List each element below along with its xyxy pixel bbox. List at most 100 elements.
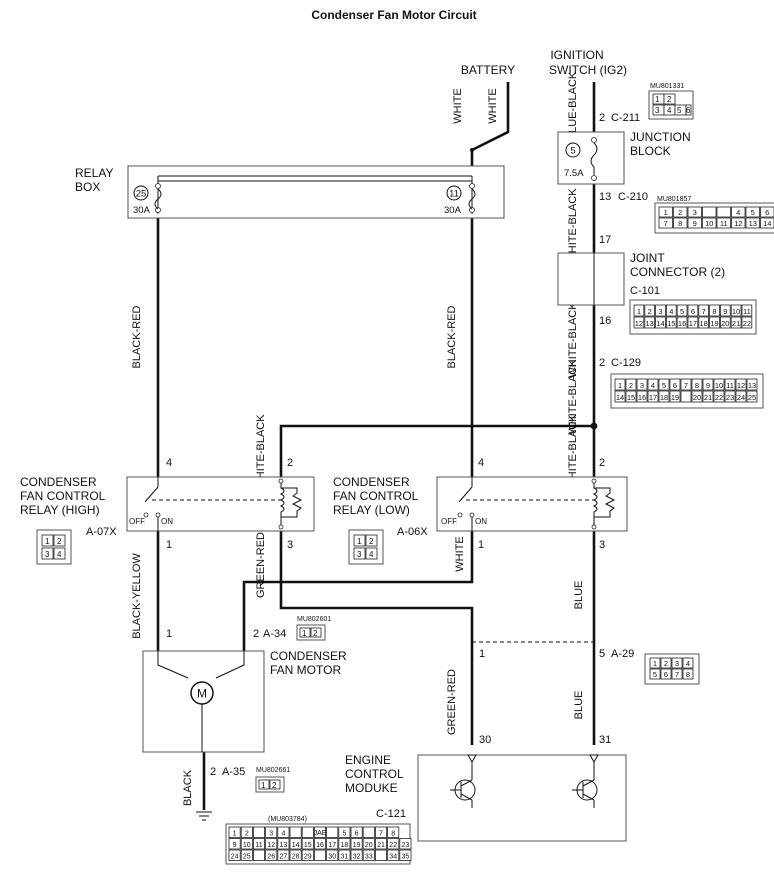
relay-box-line2: BOX: [75, 180, 100, 194]
connector-pin-label: 7: [664, 219, 668, 228]
connector-pin: [387, 826, 400, 838]
connector-pin-label: 5: [653, 670, 657, 679]
connector-pin: [362, 838, 375, 850]
connector-pin-label: 13: [748, 381, 756, 390]
svg-text:5: 5: [677, 106, 682, 115]
connector-pin: [680, 378, 692, 391]
svg-text:C-210: C-210: [618, 191, 648, 203]
wires: [156, 82, 598, 821]
connector-pin: [682, 668, 694, 680]
connector-pin: [745, 217, 760, 229]
connector-pin-label: 17: [649, 393, 657, 402]
connector-pin: [741, 304, 753, 317]
connector-pin-label: 9: [723, 307, 727, 316]
connector-pin: [698, 316, 709, 329]
connector-pin-label: 24: [231, 854, 239, 861]
connector-pin-label: 18: [341, 842, 349, 849]
wire-label-green-red-1: GREEN-RED: [255, 532, 267, 598]
relay-box-line1: RELAY: [75, 166, 113, 180]
connector-pin-label: 15: [304, 842, 312, 849]
connector-pin-label: 30: [328, 854, 336, 861]
connector-pin-label: 19: [710, 319, 718, 328]
connector-pin-label: 23: [726, 393, 734, 402]
svg-text:CONDENSER: CONDENSER: [333, 475, 410, 489]
connector-pin: [301, 838, 314, 850]
connector-pin: [252, 826, 265, 838]
connector-pin-label: 29: [304, 854, 312, 861]
connector-pin: [669, 378, 681, 391]
connector-pin-label: 4: [651, 381, 655, 390]
connector-pin: [252, 838, 265, 850]
connector-pin: [687, 217, 702, 229]
svg-text:MU801857: MU801857: [657, 196, 691, 203]
connector-pin: [709, 316, 720, 329]
connector-pin-label: 8: [686, 670, 690, 679]
connector-pin: [636, 390, 648, 403]
svg-text:1: 1: [302, 629, 307, 638]
svg-text:2: 2: [599, 357, 605, 369]
svg-text:2: 2: [272, 781, 277, 790]
connector-pin-label: 7: [379, 831, 383, 838]
svg-text:1: 1: [479, 648, 485, 660]
connector-pin: [326, 826, 339, 838]
connector-pin-label: 6: [691, 307, 695, 316]
svg-text:A-29: A-29: [611, 648, 634, 660]
connector-pin: [741, 316, 753, 329]
connector-pin-label: 13: [646, 319, 654, 328]
connector-pin: [655, 316, 666, 329]
connector-pin-label: 4: [736, 208, 740, 217]
connector-pin: [731, 206, 746, 218]
connector-pin: [289, 826, 302, 838]
connector-pin: [301, 849, 314, 861]
connector-pin-label: 19: [671, 393, 679, 402]
connector-pin-label: 1: [637, 307, 641, 316]
connector-pin-label: 22: [715, 393, 723, 402]
svg-text:30: 30: [479, 734, 491, 746]
svg-text:CONDENSER: CONDENSER: [20, 475, 97, 489]
c121-jae-label: JAE: [314, 830, 327, 837]
svg-text:RELAY (LOW): RELAY (LOW): [333, 503, 410, 517]
svg-text:5: 5: [599, 648, 605, 660]
svg-text:A-06X: A-06X: [397, 526, 428, 538]
connector-pin-label: 25: [748, 393, 756, 402]
connector-pin-label: 9: [233, 842, 237, 849]
connector-pin-label: 21: [377, 842, 385, 849]
connector-pin: [240, 826, 253, 838]
svg-text:C-101: C-101: [630, 285, 660, 297]
svg-text:2: 2: [210, 766, 216, 778]
svg-text:C-129: C-129: [611, 357, 641, 369]
connector-pin: [350, 849, 363, 861]
svg-text:13: 13: [599, 191, 611, 203]
connector-pin-label: 15: [667, 319, 675, 328]
svg-text:17: 17: [599, 234, 611, 246]
connector-pin: [313, 849, 326, 861]
connector-pin: [666, 304, 677, 317]
connector-pin-label: 7: [675, 670, 679, 679]
connector-pin-label: 33: [365, 854, 373, 861]
svg-text:25: 25: [136, 189, 147, 200]
svg-text:3: 3: [357, 550, 362, 559]
connector-pin: [228, 838, 241, 850]
svg-text:ON: ON: [161, 517, 173, 526]
connector-pin: [669, 390, 681, 403]
connector-pin-label: 21: [732, 319, 740, 328]
connector-pin-label: 1: [233, 831, 237, 838]
svg-text:7.5A: 7.5A: [564, 168, 584, 179]
svg-text:1: 1: [45, 537, 50, 546]
svg-text:1: 1: [166, 628, 172, 640]
connector-pin-label: 12: [267, 842, 275, 849]
wire-label-white-2: WHITE: [487, 88, 499, 123]
connector-pin-label: 35: [402, 854, 410, 861]
connector-pin: [228, 849, 241, 861]
connector-pin: [625, 378, 637, 391]
connector-pin: [702, 217, 717, 229]
connector-pin: [326, 849, 339, 861]
connector-pin: [614, 378, 626, 391]
connector-pin-label: 16: [638, 393, 646, 402]
connector-pin: [326, 838, 339, 850]
connector-pin-label: 15: [627, 393, 635, 402]
